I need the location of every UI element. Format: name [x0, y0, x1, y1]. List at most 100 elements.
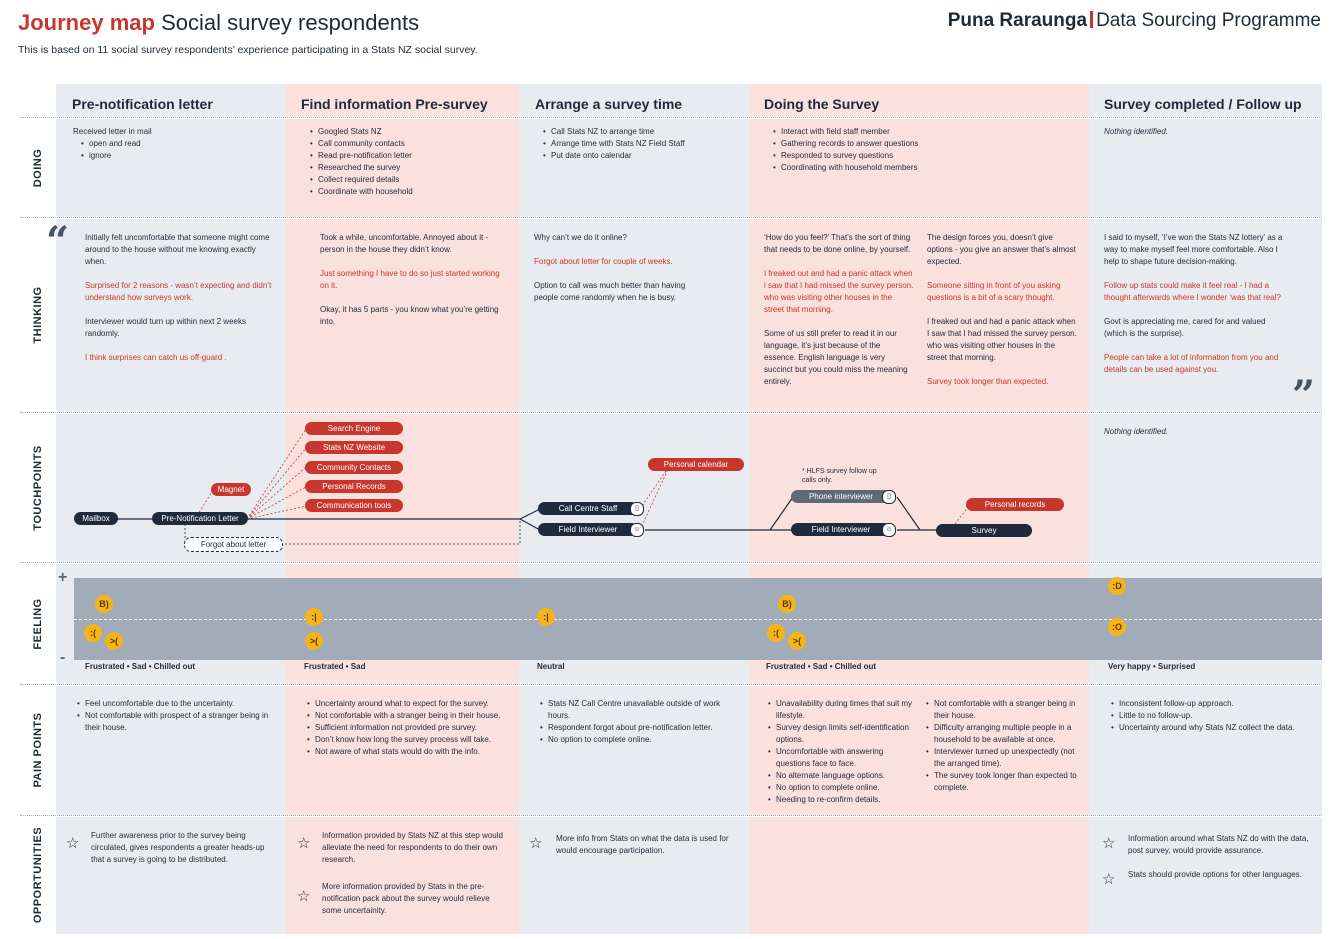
- touchpoint-community-contacts: Community Contacts: [305, 461, 403, 474]
- list-item: Arrange time with Stats NZ Field Staff: [543, 138, 741, 150]
- thought: Survey took longer than expected.: [927, 377, 1049, 386]
- opportunity: More info from Stats on what the data is…: [556, 834, 729, 855]
- thought: I think surprises can catch us off-guard…: [85, 353, 227, 362]
- doing-intro: Received letter in mail: [73, 127, 152, 136]
- star-icon: ☆: [529, 835, 543, 852]
- brand-rest: Data Sourcing Programme: [1096, 10, 1321, 31]
- thought: Option to call was much better than havi…: [534, 281, 686, 302]
- thought: Why can’t we do it online?: [534, 233, 627, 242]
- list-item: Inconsistent follow-up approach.: [1111, 698, 1319, 710]
- sad-face-icon: :(: [84, 624, 102, 642]
- person-icon: ☺: [882, 523, 896, 537]
- minus-marker: -: [60, 649, 66, 666]
- touchpoint-phone-interviewer: Phone interviewer: [791, 490, 891, 503]
- touchpoint-magnet: Magnet: [211, 483, 251, 496]
- list-item: Not aware of what stats would do with th…: [307, 746, 515, 758]
- person-icon: ☺: [630, 523, 644, 537]
- page-subtitle: This is based on 11 social survey respon…: [18, 44, 478, 56]
- opportunity: Further awareness prior to the survey be…: [91, 831, 265, 864]
- brand-divider: [1090, 11, 1094, 28]
- thought: People can take a lot of information fro…: [1104, 353, 1279, 374]
- thinking-survey-b: The design forces you, doesn’t give opti…: [927, 232, 1077, 400]
- list-item: Difficulty arranging multiple people in …: [926, 722, 1079, 746]
- cool-face-icon: B): [778, 595, 796, 613]
- row-divider: [20, 412, 1322, 414]
- row-divider: [20, 684, 1322, 686]
- list-item: Coordinate with household: [310, 186, 508, 198]
- pain-survey-a: Unavailability during times that suit my…: [766, 698, 916, 806]
- list-item: Read pre-notification letter: [310, 150, 508, 162]
- thought: Took a while, uncomfortable. Annoyed abo…: [320, 233, 489, 254]
- thought: I freaked out and had a panic attack whe…: [927, 317, 1077, 362]
- thought: ‘How do you feel?’ That’s the sort of th…: [764, 233, 911, 254]
- cool-face-icon: B): [95, 595, 113, 613]
- star-icon: ☆: [297, 835, 311, 852]
- doing-follow-up: Nothing identified.: [1104, 126, 1304, 138]
- list-item: Not comfortable with a stranger being in…: [307, 710, 515, 722]
- touchpoint-call-centre: Call Centre Staff: [538, 502, 638, 515]
- list-item: Uncertainty around why Stats NZ collect …: [1111, 722, 1319, 734]
- row-divider: [20, 815, 1322, 817]
- thought: Surprised for 2 reasons - wasn’t expecti…: [85, 281, 272, 302]
- list-item: Call Stats NZ to arrange time: [543, 126, 741, 138]
- doing-prenotification: Received letter in mail open and read ig…: [73, 126, 273, 162]
- phase-header: Arrange a survey time: [535, 96, 683, 112]
- touchpoint-field-interviewer: Field Interviewer: [538, 523, 638, 536]
- phase-header: Pre-notification letter: [72, 96, 213, 112]
- open-quote-icon: “: [46, 218, 70, 265]
- feeling-label: Frustrated • Sad • Chilled out: [766, 662, 877, 671]
- row-divider: [20, 117, 1322, 119]
- frustrated-face-icon: >(: [305, 632, 323, 650]
- pain-prenotification: Feel uncomfortable due to the uncertaint…: [75, 698, 270, 734]
- surprised-face-icon: :O: [1108, 618, 1126, 636]
- thought: Some of us still prefer to read it in ou…: [764, 329, 908, 386]
- pain-survey-b: Not comfortable with a stranger being in…: [924, 698, 1079, 794]
- list-item: Researched the survey: [310, 162, 508, 174]
- close-quote-icon: ”: [1292, 372, 1316, 419]
- thinking-prenotification: Initially felt uncomfortable that someon…: [85, 232, 275, 376]
- pain-follow-up: Inconsistent follow-up approach. Little …: [1109, 698, 1319, 734]
- list-item: The survey took longer than expected to …: [926, 770, 1079, 794]
- phase-header: Find information Pre-survey: [301, 96, 488, 112]
- thinking-find-information: Took a while, uncomfortable. Annoyed abo…: [320, 232, 510, 340]
- thought: Initially felt uncomfortable that someon…: [85, 233, 270, 266]
- pain-find-information: Uncertainty around what to expect for th…: [305, 698, 515, 758]
- touchpoint-stats-website: Stats NZ Website: [305, 441, 403, 454]
- list-item: Respondent forgot about pre-notification…: [540, 722, 743, 734]
- list-item: Gathering records to answer questions: [773, 138, 1071, 150]
- thought: The design forces you, doesn’t give opti…: [927, 233, 1076, 266]
- neutral-face-icon: :|: [305, 608, 323, 626]
- list-item: Stats NZ Call Centre unavailable outside…: [540, 698, 743, 722]
- opportunity: Information provided by Stats NZ at this…: [322, 831, 503, 864]
- list-item: Not comfortable with prospect of a stran…: [77, 710, 270, 734]
- brand: Puna Raraunga Data Sourcing Programme: [948, 10, 1321, 32]
- brand-bold: Puna Raraunga: [947, 10, 1088, 31]
- phone-icon: ▯: [882, 490, 896, 504]
- thought: Interviewer would turn up within next 2 …: [85, 317, 246, 338]
- opportunity: Information around what Stats NZ do with…: [1128, 834, 1309, 855]
- nothing-identified: Nothing identified.: [1104, 427, 1169, 436]
- list-item: Call community contacts: [310, 138, 508, 150]
- column-follow-up: [1089, 84, 1322, 934]
- hlfs-note: * HLFS survey follow up calls only.: [802, 468, 877, 484]
- thinking-follow-up: I said to myself, ‘I’ve won the Stats NZ…: [1104, 232, 1284, 388]
- touchpoint-forgot-letter: Forgot about letter: [184, 537, 283, 552]
- feeling-label: Frustrated • Sad: [304, 662, 366, 671]
- thought: Follow up stats could make it feel real …: [1104, 281, 1281, 302]
- neutral-face-icon: :|: [537, 608, 555, 626]
- touchpoint-communication-tools: Communication tools: [305, 499, 403, 512]
- list-item: Needing to re-confirm details.: [768, 794, 916, 806]
- list-item: open and read: [81, 138, 273, 150]
- touchpoint-search-engine: Search Engine: [305, 422, 403, 435]
- list-item: Unavailability during times that suit my…: [768, 698, 916, 722]
- page-title-rest: Social survey respondents: [161, 10, 420, 35]
- thought: I freaked out and had a panic attack whe…: [764, 269, 914, 314]
- frustrated-face-icon: >(: [788, 632, 806, 650]
- frustrated-face-icon: >(: [105, 632, 123, 650]
- phone-icon: ▯: [630, 502, 644, 516]
- opportunity: Stats should provide options for other l…: [1128, 870, 1302, 879]
- touchpoint-personal-records-2: Personal records: [966, 498, 1064, 511]
- row-divider: [20, 217, 1322, 219]
- feeling-midline: [74, 619, 1322, 620]
- list-item: Collect required details: [310, 174, 508, 186]
